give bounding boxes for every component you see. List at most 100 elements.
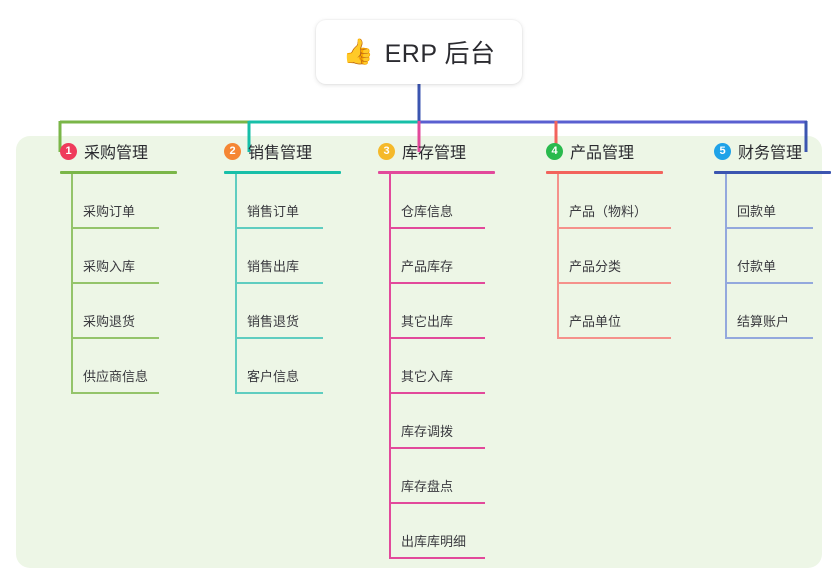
menu-item[interactable]: 供应商信息 xyxy=(71,339,159,394)
item-label: 产品库存 xyxy=(401,259,454,274)
item-rail xyxy=(557,229,559,284)
menu-item[interactable]: 结算账户 xyxy=(725,284,813,339)
column-rule-1 xyxy=(60,171,177,174)
menu-item[interactable]: 产品库存 xyxy=(389,229,485,284)
root-node[interactable]: 👍 ERP 后台 xyxy=(316,20,522,84)
menu-item[interactable]: 销售出库 xyxy=(235,229,323,284)
item-rail xyxy=(71,174,73,229)
menu-item[interactable]: 产品（物料） xyxy=(557,174,671,229)
menu-item[interactable]: 销售退货 xyxy=(235,284,323,339)
item-rail xyxy=(389,174,391,229)
item-label: 产品单位 xyxy=(569,314,622,329)
branch-column-2: 2 销售管理销售订单销售出库销售退货客户信息 xyxy=(202,136,362,394)
column-badge-5: 5 xyxy=(714,142,731,160)
root-title: ERP 后台 xyxy=(384,40,496,68)
branch-panel-background xyxy=(16,136,822,568)
item-label: 销售出库 xyxy=(247,259,300,274)
column-header-3[interactable]: 3 库存管理 xyxy=(356,136,526,166)
menu-item[interactable]: 采购入库 xyxy=(71,229,159,284)
item-rail xyxy=(235,284,237,339)
item-underline xyxy=(71,282,159,284)
item-underline xyxy=(389,392,485,394)
menu-item[interactable]: 库存调拨 xyxy=(389,394,485,449)
item-label: 库存调拨 xyxy=(401,424,454,439)
column-items-5: 回款单付款单结算账户 xyxy=(725,174,839,339)
menu-item[interactable]: 库存盘点 xyxy=(389,449,485,504)
item-rail xyxy=(235,339,237,394)
column-header-5[interactable]: 5 财务管理 xyxy=(692,136,839,166)
menu-item[interactable]: 产品单位 xyxy=(557,284,671,339)
branch-columns: 1 采购管理采购订单采购入库采购退货供应商信息 2 销售管理销售订单销售出库销售退货客… xyxy=(16,136,831,568)
item-label: 出库库明细 xyxy=(401,534,467,549)
item-underline xyxy=(71,227,159,229)
column-title-5: 财务管理 xyxy=(738,145,803,162)
menu-item[interactable]: 采购订单 xyxy=(71,174,159,229)
menu-item[interactable]: 采购退货 xyxy=(71,284,159,339)
item-label: 采购入库 xyxy=(83,259,136,274)
column-title-1: 采购管理 xyxy=(84,145,149,162)
column-items-4: 产品（物料） 产品分类产品单位 xyxy=(557,174,696,339)
item-underline xyxy=(389,557,485,559)
column-title-2: 销售管理 xyxy=(248,145,313,162)
item-underline xyxy=(725,282,813,284)
item-label: 产品分类 xyxy=(569,259,622,274)
item-rail xyxy=(557,284,559,339)
column-badge-1: 1 xyxy=(60,142,77,160)
menu-item[interactable]: 其它出库 xyxy=(389,284,485,339)
branch-column-1: 1 采购管理采购订单采购入库采购退货供应商信息 xyxy=(38,136,198,394)
menu-item[interactable]: 回款单 xyxy=(725,174,813,229)
column-rule-2 xyxy=(224,171,341,174)
item-underline xyxy=(389,227,485,229)
item-rail xyxy=(71,339,73,394)
item-rail xyxy=(235,174,237,229)
item-rail xyxy=(235,229,237,284)
thumbs-up-icon: 👍 xyxy=(342,37,374,66)
column-title-3: 库存管理 xyxy=(402,145,467,162)
menu-item[interactable]: 产品分类 xyxy=(557,229,671,284)
item-label: 采购订单 xyxy=(83,204,136,219)
item-underline xyxy=(235,282,323,284)
column-header-1[interactable]: 1 采购管理 xyxy=(38,136,198,166)
menu-item[interactable]: 仓库信息 xyxy=(389,174,485,229)
column-title-4: 产品管理 xyxy=(570,145,635,162)
item-underline xyxy=(235,337,323,339)
item-rail xyxy=(557,174,559,229)
column-rule-4 xyxy=(546,171,663,174)
item-underline xyxy=(71,337,159,339)
item-rail xyxy=(725,229,727,284)
column-header-4[interactable]: 4 产品管理 xyxy=(524,136,696,166)
item-rail xyxy=(389,284,391,339)
item-label: 付款单 xyxy=(737,259,777,274)
column-rule-3 xyxy=(378,171,495,174)
column-badge-3: 3 xyxy=(378,142,395,160)
item-rail xyxy=(71,229,73,284)
menu-item[interactable]: 付款单 xyxy=(725,229,813,284)
item-underline xyxy=(557,227,671,229)
item-underline xyxy=(725,227,813,229)
column-items-3: 仓库信息产品库存其它出库其它入库库存调拨库存盘点出库库明细 xyxy=(389,174,526,559)
menu-item[interactable]: 客户信息 xyxy=(235,339,323,394)
item-label: 采购退货 xyxy=(83,314,136,329)
item-label: 仓库信息 xyxy=(401,204,454,219)
column-badge-4: 4 xyxy=(546,142,563,160)
column-items-1: 采购订单采购入库采购退货供应商信息 xyxy=(71,174,198,394)
column-header-2[interactable]: 2 销售管理 xyxy=(202,136,362,166)
branch-column-3: 3 库存管理仓库信息产品库存其它出库其它入库库存调拨库存盘点出库库明细 xyxy=(356,136,526,559)
column-badge-2: 2 xyxy=(224,142,241,160)
item-rail xyxy=(389,449,391,504)
item-underline xyxy=(389,282,485,284)
item-label: 供应商信息 xyxy=(83,369,149,384)
item-rail xyxy=(389,504,391,559)
item-rail xyxy=(725,174,727,229)
item-rail xyxy=(389,339,391,394)
item-label: 销售退货 xyxy=(247,314,300,329)
menu-item[interactable]: 出库库明细 xyxy=(389,504,485,559)
menu-item[interactable]: 其它入库 xyxy=(389,339,485,394)
item-label: 产品（物料） xyxy=(569,204,648,219)
menu-item[interactable]: 销售订单 xyxy=(235,174,323,229)
item-underline xyxy=(235,227,323,229)
item-underline xyxy=(389,502,485,504)
item-rail xyxy=(389,394,391,449)
item-label: 其它入库 xyxy=(401,369,454,384)
item-underline xyxy=(235,392,323,394)
